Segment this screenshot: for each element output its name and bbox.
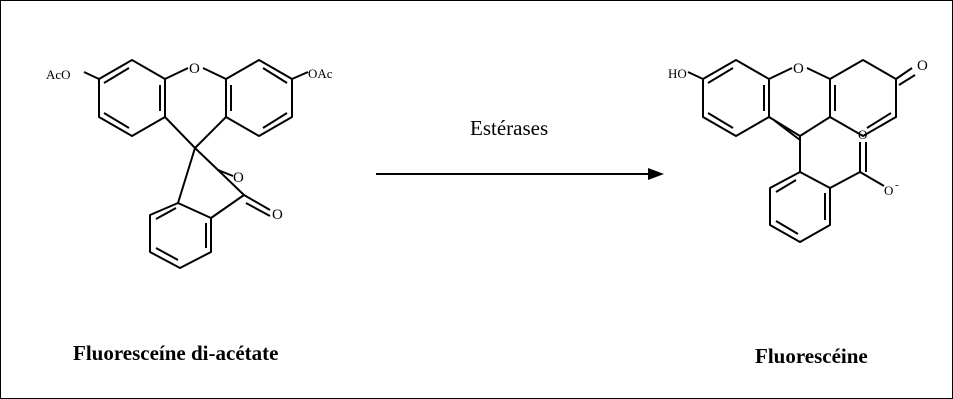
- reactant-acetoxy-left: AcO: [46, 67, 71, 82]
- enzyme-label: Estérases: [470, 116, 549, 140]
- product-name: Fluorescéine: [755, 344, 868, 368]
- product-ring-oxygen: O: [793, 61, 804, 77]
- product-hydroxyl: HO: [668, 66, 687, 81]
- reactant-lactone-oxygen: O: [233, 170, 244, 186]
- reactant-carbonyl-oxygen: O: [272, 207, 283, 223]
- product-keto-oxygen: O: [917, 58, 928, 74]
- reactant-ring-oxygen: O: [189, 61, 200, 77]
- product-negative-charge: -: [895, 179, 899, 191]
- reactant-acetoxy-right: OAc: [308, 66, 333, 81]
- product-carboxyl-oxygen: O: [858, 127, 867, 142]
- product-carboxylate-oxygen: O: [884, 183, 893, 198]
- reactant-name: Fluoresceíne di-acétate: [73, 341, 279, 365]
